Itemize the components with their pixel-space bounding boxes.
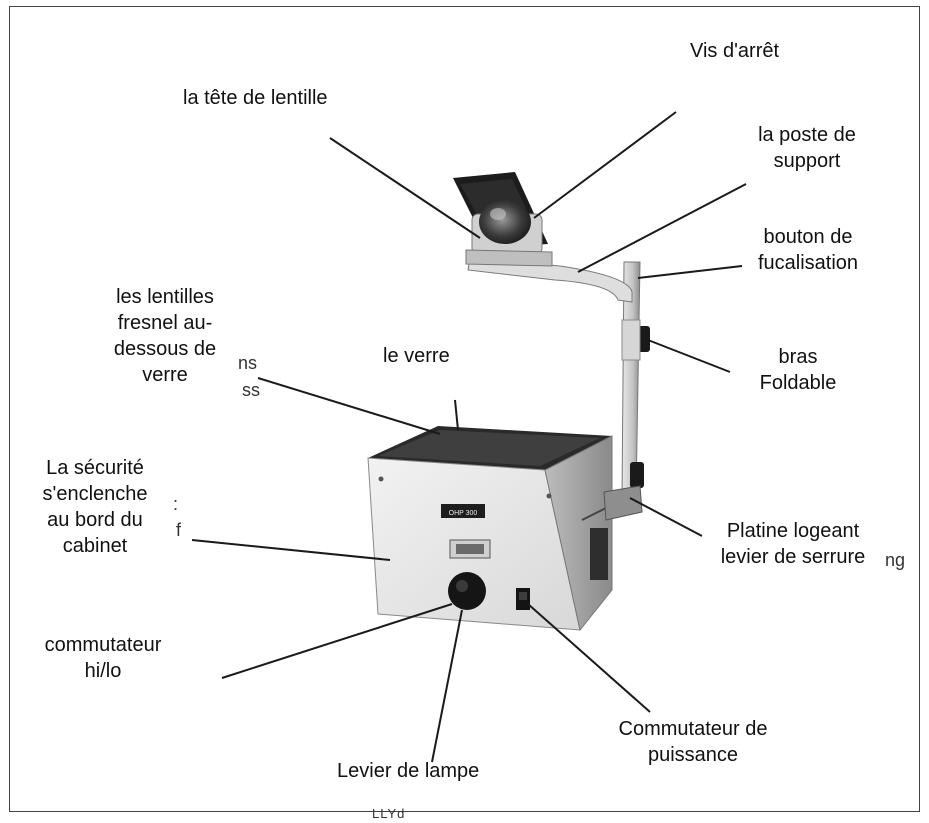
label-verre: le verre — [383, 345, 450, 367]
head-lens — [479, 200, 531, 244]
label-bras-line2: Foldable — [759, 372, 837, 394]
leader-tete-lentille — [329, 137, 481, 239]
leader-platine — [629, 497, 703, 537]
model-badge-text: OHP 300 — [449, 510, 478, 517]
label-levier-lampe: Levier de lampe — [337, 760, 480, 782]
label-fresnel-line2: fresnel au- — [117, 312, 213, 334]
leader-poste-support — [577, 183, 747, 273]
support-arm — [467, 257, 650, 521]
leader-vis-arret — [533, 111, 677, 219]
label-commutateur-hilo-line1: commutateur — [44, 634, 162, 656]
label-bras-line1: bras — [778, 346, 818, 368]
fragment-ns: ns — [238, 353, 258, 373]
label-bouton-focal-line1: bouton de — [763, 226, 853, 248]
label-securite-line2: s'enclenche — [42, 483, 148, 505]
label-puissance-line2: puissance — [647, 744, 739, 766]
label-platine-line2: levier de serrure — [720, 546, 866, 568]
label-poste-support: la poste de support — [752, 122, 862, 174]
label-fresnel-line1: les lentilles — [116, 286, 214, 308]
label-poste-support-line2: support — [773, 150, 841, 172]
fragment-ng: ng — [885, 550, 906, 570]
label-platine-line1: Platine logeant — [726, 520, 860, 542]
leader-puissance — [527, 603, 651, 713]
figure-frame — [9, 6, 920, 812]
label-securite: La sécurité s'enclenche au bord du cabin… — [24, 455, 166, 559]
label-bras: bras Foldable — [748, 344, 848, 396]
leader-hilo — [221, 603, 453, 679]
label-puissance-line1: Commutateur de — [618, 718, 768, 740]
leader-lines — [191, 111, 747, 763]
cabinet-side — [544, 435, 613, 632]
fragment-f: f — [176, 520, 182, 540]
leader-securite — [191, 539, 391, 561]
label-bouton-focal: bouton de fucalisation — [745, 224, 871, 276]
fragment-ss: ss — [242, 380, 260, 400]
leader-fresnel — [257, 377, 441, 435]
label-vis-arret: Vis d'arrêt — [690, 40, 780, 62]
leader-bras — [647, 339, 731, 373]
leader-bouton-focal — [637, 265, 743, 279]
label-bouton-focal-line2: fucalisation — [757, 252, 859, 274]
label-poste-support-line1: la poste de — [758, 124, 856, 146]
leader-verre — [454, 399, 459, 431]
lamp-lever-knob — [448, 572, 486, 610]
label-puissance: Commutateur de puissance — [592, 716, 794, 768]
lock-lever-knob — [630, 462, 644, 488]
label-commutateur-hilo: commutateur hi/lo — [38, 632, 168, 684]
leader-levier-lampe — [431, 609, 463, 763]
lens-head — [453, 172, 553, 267]
label-tete-lentille: la tête de lentille — [183, 87, 328, 109]
label-securite-line4: cabinet — [62, 535, 128, 557]
label-fresnel-line4: verre — [142, 364, 188, 386]
projector-body: OHP 300 — [367, 426, 613, 632]
label-platine: Platine logeant levier de serrure — [702, 518, 884, 570]
label-securite-line3: au bord du — [47, 509, 143, 531]
label-fresnel: les lentilles fresnel au- dessous de ver… — [95, 284, 235, 388]
label-fresnel-line3: dessous de — [113, 338, 217, 360]
model-badge — [441, 504, 485, 518]
horizontal-arm — [467, 257, 633, 303]
fragment-bottom: LLYd — [372, 806, 406, 821]
label-commutateur-hilo-line2: hi/lo — [84, 660, 122, 682]
fragment-colon: : — [173, 494, 179, 514]
label-securite-line1: La sécurité — [46, 457, 144, 479]
